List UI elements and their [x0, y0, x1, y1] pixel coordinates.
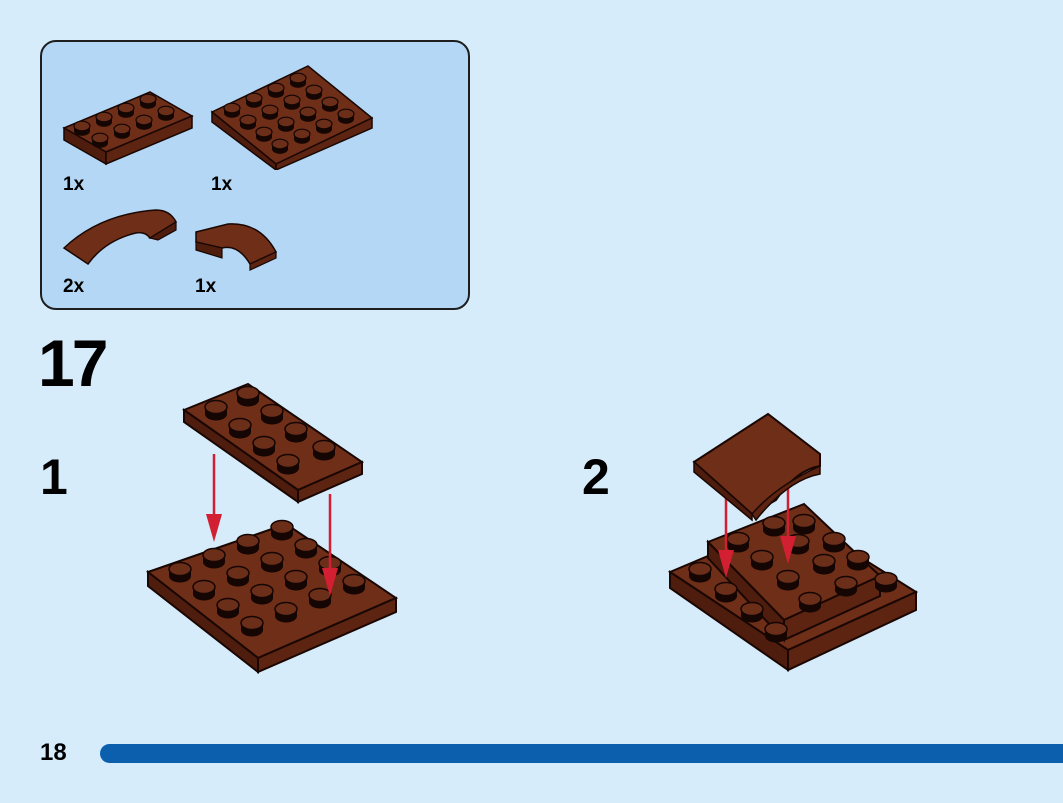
curved-slope-icon: [195, 223, 278, 271]
part-quantity: 1x: [195, 276, 217, 297]
substep-label: 1: [40, 449, 68, 505]
part-quantity: 2x: [63, 276, 85, 297]
substep-label: 2: [582, 449, 610, 505]
step-number: 17: [38, 326, 108, 400]
part-quantity: 1x: [211, 174, 233, 195]
progress-bar: [100, 744, 1063, 763]
substep-1-illustration: [145, 382, 399, 675]
part-quantity: 1x: [63, 174, 85, 195]
curved-arch-icon: [62, 209, 177, 266]
substep-2-illustration: [667, 412, 919, 672]
page-number: 18: [40, 739, 67, 766]
parts-list-panel: 1x 1x 2x 1x: [40, 40, 470, 310]
plate-2x4-icon: [62, 91, 194, 166]
plate-4x4-icon: [210, 65, 374, 170]
